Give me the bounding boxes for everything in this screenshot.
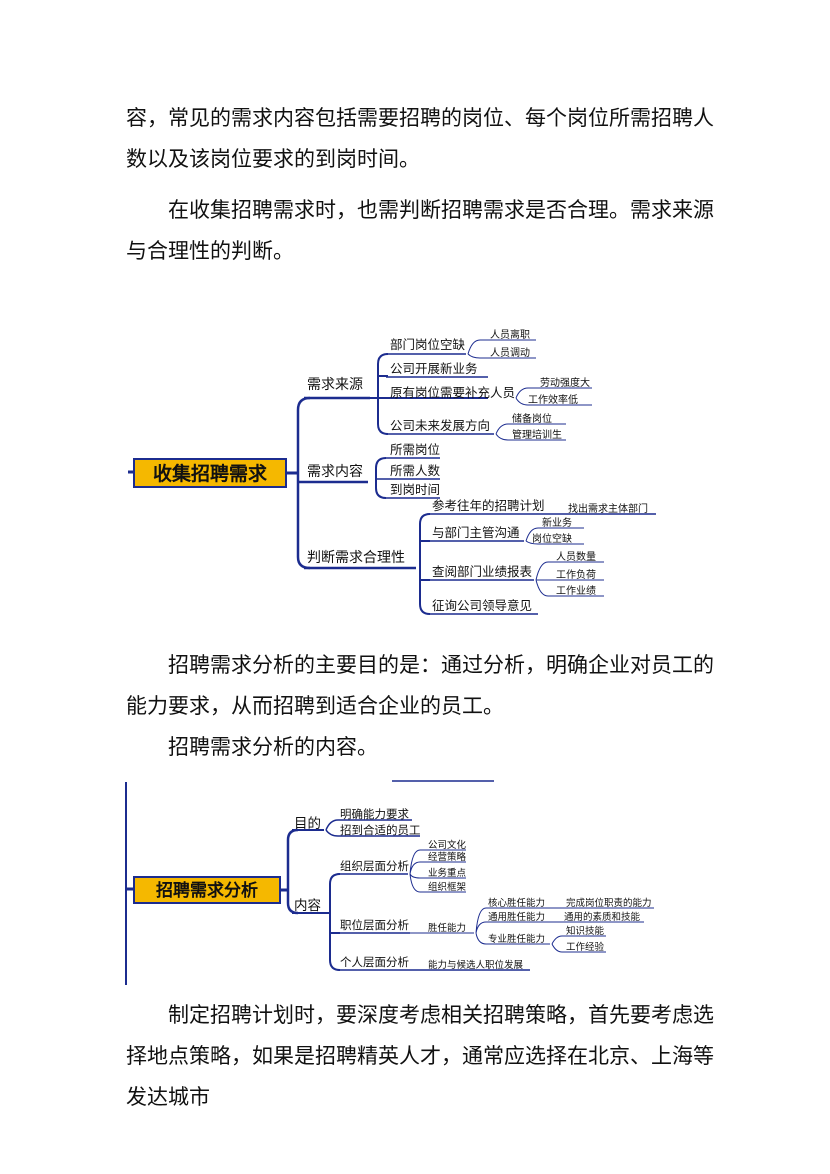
mindmap1-root-box bbox=[133, 458, 287, 488]
mindmap1-leaf-high-intensity: 劳动强度大 bbox=[540, 376, 590, 389]
mindmap2-leaf-focus: 业务重点 bbox=[428, 867, 467, 879]
mindmap1-leaf-low-efficiency: 工作效率低 bbox=[528, 393, 578, 406]
mindmap1-leaf-staff-count: 人员数量 bbox=[556, 550, 596, 563]
mindmap2-node-individual: 个人层面分析 bbox=[340, 955, 409, 969]
mindmap1-node-past-plans: 参考往年的招聘计划 bbox=[432, 498, 545, 513]
paragraph-analysis-content: 招聘需求分析的内容。 bbox=[168, 735, 378, 759]
mindmap2-leaf-duty-ability: 完成岗位职责的能力 bbox=[566, 897, 652, 909]
mindmap1-leaf-workload: 工作负荷 bbox=[556, 568, 596, 581]
mindmap2-branch-content: 内容 bbox=[294, 897, 321, 914]
mindmap2-leaf-experience: 工作经验 bbox=[566, 941, 605, 953]
mindmap1-leaf-find-dept: 找出需求主体部门 bbox=[568, 502, 648, 515]
paragraph-requirement-content: 容，常见的需求内容包括需要招聘的岗位、每个岗位所需招聘人数以及该岗位要求的到岗时… bbox=[126, 106, 714, 171]
mindmap1-node-onboard-time: 到岗时间 bbox=[390, 482, 440, 497]
mindmap1-branch-source: 需求来源 bbox=[307, 377, 363, 393]
mindmap2-node-competency: 胜任能力 bbox=[428, 922, 466, 934]
mindmap2-leaf-clarify: 明确能力要求 bbox=[340, 807, 409, 821]
mindmap2-leaf-structure: 组织框架 bbox=[428, 881, 467, 893]
mindmap1-node-headcount: 所需人数 bbox=[390, 463, 441, 478]
mindmap1-node-leaders: 征询公司领导意见 bbox=[432, 598, 532, 613]
paragraph-recruit-strategy: 制定招聘计划时，要深度考虑相关招聘策略，首先要考虑选择地点策略，如果是招聘精英人… bbox=[126, 1003, 714, 1109]
mindmap1-leaf-reserve: 储备岗位 bbox=[512, 412, 552, 425]
mindmap2-root: 招聘需求分析 bbox=[156, 880, 258, 901]
mindmap1-branch-reasonable: 判断需求合理性 bbox=[307, 550, 405, 566]
mindmap1-node-performance: 查阅部门业绩报表 bbox=[432, 564, 533, 579]
mindmap2-node-core-competency: 核心胜任能力 bbox=[488, 897, 545, 909]
mindmap1-node-new-business: 公司开展新业务 bbox=[390, 361, 478, 376]
mindmap2-node-org: 组织层面分析 bbox=[340, 859, 409, 873]
mindmap1-node-talk-manager: 与部门主管沟通 bbox=[432, 525, 520, 540]
mindmap2-leaf-knowledge: 知识技能 bbox=[566, 925, 605, 937]
mindmap1-leaf-new-business: 新业务 bbox=[542, 516, 572, 529]
mindmap2-leaf-culture: 公司文化 bbox=[428, 839, 467, 851]
mindmap2-node-position: 职位层面分析 bbox=[340, 918, 409, 932]
paragraph-judge-reasonableness: 在收集招聘需求时，也需判断招聘需求是否合理。需求来源与合理性的判断。 bbox=[126, 198, 714, 263]
mindmap2-leaf-career: 能力与候选人职位发展 bbox=[428, 959, 524, 971]
mindmap2-branch-purpose: 目的 bbox=[294, 816, 321, 832]
mindmap2-node-pro-competency: 专业胜任能力 bbox=[488, 933, 545, 945]
mindmap1-node-future: 公司未来发展方向 bbox=[390, 418, 490, 433]
mindmap1-leaf-vacancy: 岗位空缺 bbox=[532, 532, 572, 545]
mindmap1-branch-content: 需求内容 bbox=[307, 463, 363, 480]
mindmap2-leaf-hire-fit: 招到合适的员工 bbox=[340, 823, 421, 837]
mindmap1-node-replenish: 原有岗位需要补充人员 bbox=[390, 385, 515, 400]
mindmap1-leaf-results: 工作业绩 bbox=[556, 584, 596, 597]
mindmap2-leaf-strategy: 经营策略 bbox=[428, 851, 467, 863]
mindmap2-node-general-competency: 通用胜任能力 bbox=[488, 911, 545, 923]
mindmap1-leaf-resign: 人员离职 bbox=[490, 328, 530, 341]
mindmap1-leaf-trainee: 管理培训生 bbox=[512, 428, 562, 441]
mindmap1-root: 收集招聘需求 bbox=[153, 462, 268, 485]
mindmap1-node-positions: 所需岗位 bbox=[390, 442, 440, 457]
paragraph-analysis-purpose: 招聘需求分析的主要目的是：通过分析，明确企业对员工的能力要求，从而招聘到适合企业… bbox=[126, 653, 714, 718]
mindmap1-node-vacancy: 部门岗位空缺 bbox=[390, 337, 466, 352]
mindmap2-leaf-general-skills: 通用的素质和技能 bbox=[564, 911, 641, 923]
mindmap1-leaf-transfer: 人员调动 bbox=[490, 347, 530, 359]
